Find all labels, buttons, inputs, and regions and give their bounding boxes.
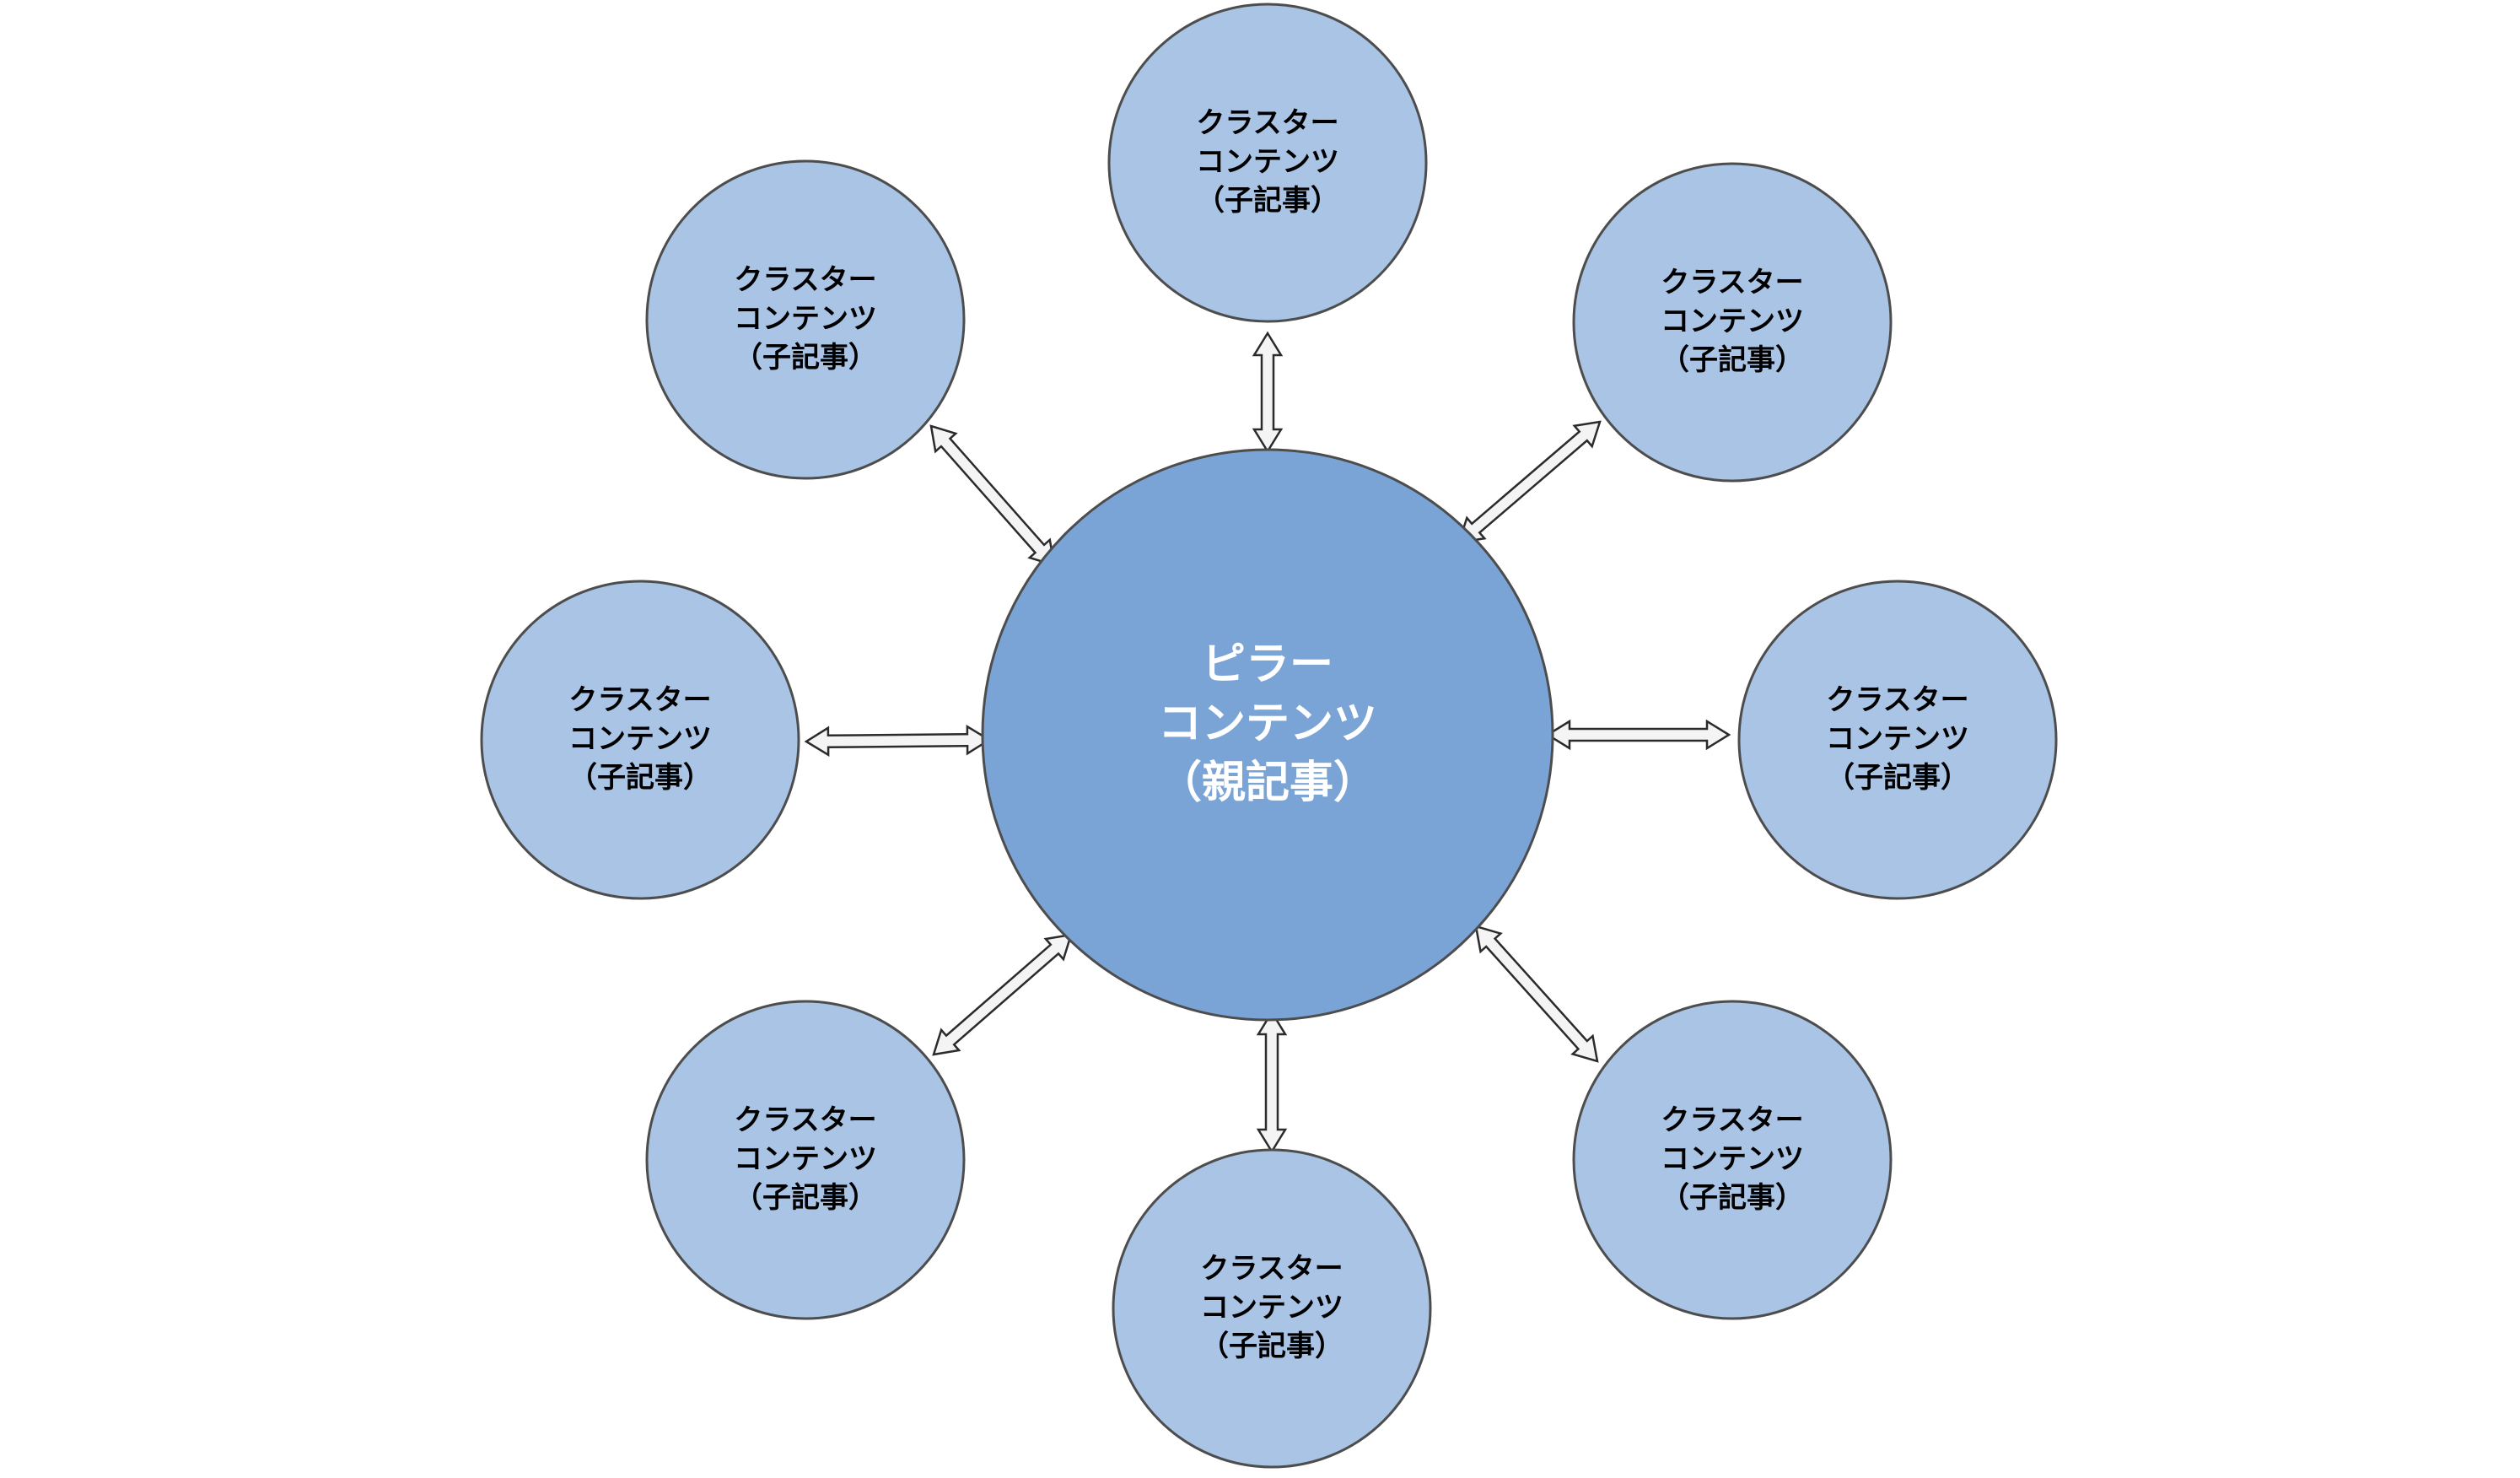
- cluster-label: クラスターコンテンツ （子記事）: [1826, 683, 1969, 795]
- arrow-top: [1254, 333, 1281, 451]
- label-line: コンテンツ: [734, 1142, 877, 1176]
- label-line: （子記事）: [734, 1181, 877, 1215]
- label-line: コンテンツ: [1661, 1142, 1804, 1176]
- cluster-label: クラスターコンテンツ （子記事）: [734, 263, 877, 375]
- label-line: （子記事）: [734, 341, 877, 375]
- label-line: クラスター: [1196, 106, 1338, 140]
- arrow-bottom: [1258, 1012, 1285, 1152]
- cluster-node-left: クラスターコンテンツ （子記事）: [482, 581, 799, 898]
- label-line: コンテンツ: [1196, 145, 1339, 179]
- label-line: コンテンツ: [1200, 1291, 1343, 1324]
- label-line: クラスター: [568, 683, 711, 717]
- label-line: コンテンツ: [568, 722, 712, 756]
- label-line: （子記事）: [1661, 1181, 1804, 1215]
- label-line: （子記事）: [568, 761, 712, 795]
- arrow-right: [1548, 721, 1729, 748]
- cluster-label: クラスターコンテンツ （子記事）: [734, 1103, 877, 1215]
- label-line: クラスター: [1661, 266, 1803, 299]
- cluster-label: クラスターコンテンツ （子記事）: [1661, 1103, 1804, 1215]
- label-line: コンテンツ: [734, 302, 877, 336]
- cluster-node-right: クラスターコンテンツ （子記事）: [1739, 581, 2056, 898]
- label-line: （子記事）: [1196, 184, 1339, 218]
- arrow-bottom-left: [934, 935, 1071, 1055]
- cluster-label: クラスターコンテンツ （子記事）: [1200, 1252, 1343, 1363]
- cluster-node-bottom-right: クラスターコンテンツ （子記事）: [1574, 1001, 1891, 1319]
- arrow-bottom-right: [1476, 926, 1597, 1061]
- label-line: クラスター: [1200, 1252, 1343, 1286]
- label-line: クラスター: [734, 1103, 876, 1137]
- label-line: （親記事）: [1158, 758, 1377, 808]
- label-line: クラスター: [1826, 683, 1968, 717]
- cluster-label: クラスターコンテンツ （子記事）: [568, 683, 712, 795]
- cluster-node-top: クラスターコンテンツ （子記事）: [1109, 4, 1426, 321]
- cluster-label: クラスターコンテンツ （子記事）: [1196, 106, 1339, 218]
- label-line: （子記事）: [1200, 1330, 1343, 1363]
- label-line: （子記事）: [1826, 761, 1969, 795]
- label-line: コンテンツ: [1826, 722, 1969, 756]
- label-line: （子記事）: [1661, 343, 1804, 377]
- label-line: クラスター: [1661, 1103, 1803, 1137]
- cluster-node-bottom-left: クラスターコンテンツ （子記事）: [647, 1001, 964, 1319]
- cluster-node-top-left: クラスターコンテンツ （子記事）: [647, 161, 964, 478]
- arrow-top-left: [931, 426, 1054, 565]
- arrow-left: [806, 726, 989, 755]
- cluster-label: クラスターコンテンツ （子記事）: [1661, 266, 1804, 377]
- pillar-node: ピラーコンテンツ （親記事）: [983, 450, 1553, 1020]
- cluster-node-bottom: クラスターコンテンツ （子記事）: [1113, 1150, 1430, 1467]
- label-line: コンテンツ: [1661, 305, 1804, 338]
- label-line: ピラー: [1202, 639, 1333, 690]
- label-line: クラスター: [734, 263, 876, 297]
- cluster-node-top-right: クラスターコンテンツ （子記事）: [1574, 164, 1891, 481]
- arrow-top-right: [1459, 422, 1600, 542]
- label-line: コンテンツ: [1158, 699, 1377, 749]
